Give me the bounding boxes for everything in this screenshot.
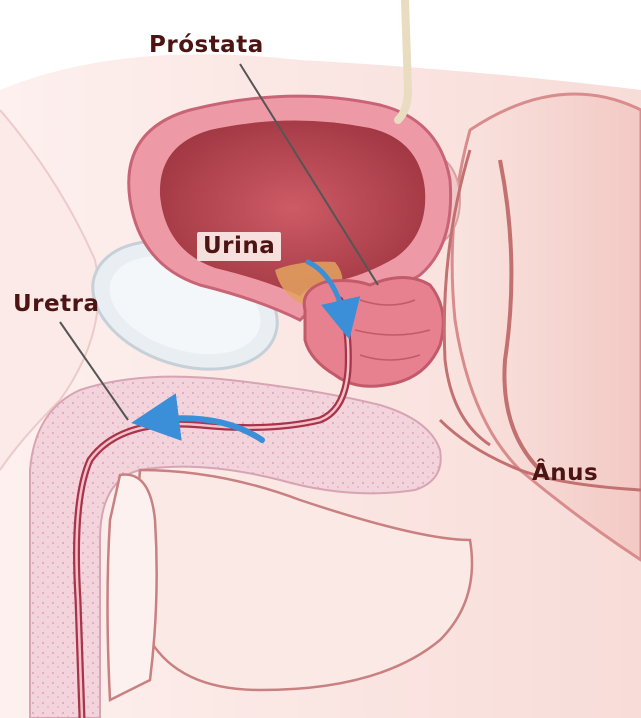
label-uretra: Uretra: [13, 293, 99, 316]
label-prostata: Próstata: [149, 34, 264, 57]
label-urina: Urina: [197, 232, 281, 261]
testis-outline: [108, 475, 157, 700]
label-anus: Ânus: [532, 462, 598, 485]
